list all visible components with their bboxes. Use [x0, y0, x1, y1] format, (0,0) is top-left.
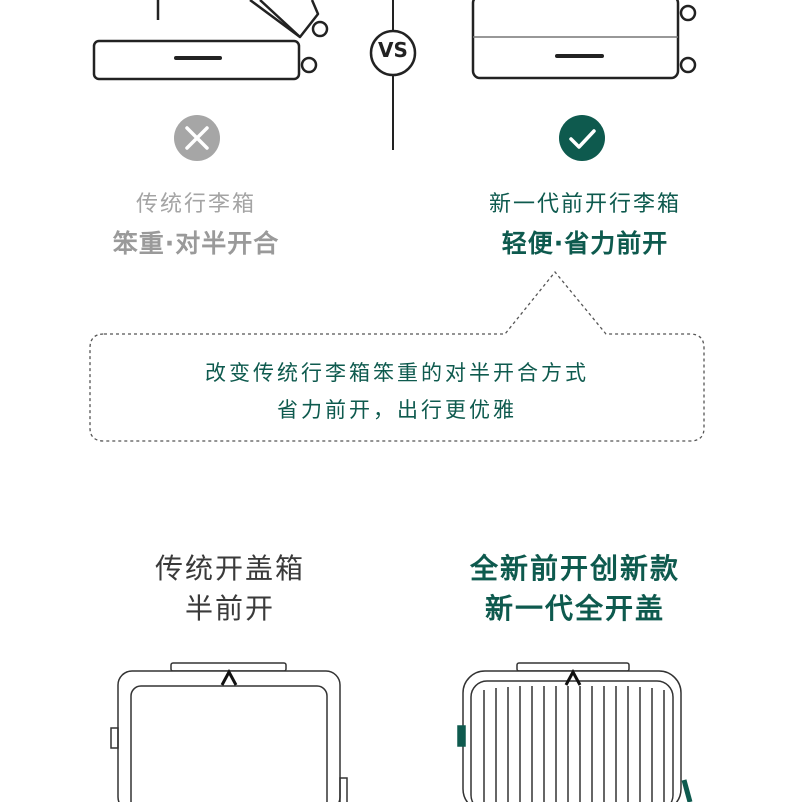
callout-line-1: 改变传统行李箱笨重的对半开合方式: [205, 361, 589, 385]
traditional-title: 传统行李箱: [135, 192, 256, 217]
callout-bubble: [89, 270, 705, 442]
lower-left-line-2: 半前开: [184, 592, 275, 625]
lower-right-line-2: 新一代全开盖: [484, 592, 665, 625]
full-open-suitcase-icon: [457, 662, 693, 802]
x-mark-icon: [174, 115, 220, 161]
vs-label: VS: [378, 38, 408, 62]
new-subtitle: 轻便·省力前开: [501, 229, 669, 258]
callout-line-2: 省力前开，出行更优雅: [277, 398, 517, 422]
vs-divider: [369, 0, 417, 150]
front-open-suitcase-icon: [471, 0, 697, 80]
lower-left-line-1: 传统开盖箱: [154, 552, 305, 585]
check-mark-icon: [559, 115, 605, 161]
new-title: 新一代前开行李箱: [488, 192, 681, 217]
traditional-subtitle: 笨重·对半开合: [112, 229, 280, 258]
lower-right-line-1: 全新前开创新款: [469, 552, 680, 585]
traditional-lid-suitcase-icon: [110, 662, 348, 802]
traditional-suitcase-icon: [92, 0, 329, 81]
